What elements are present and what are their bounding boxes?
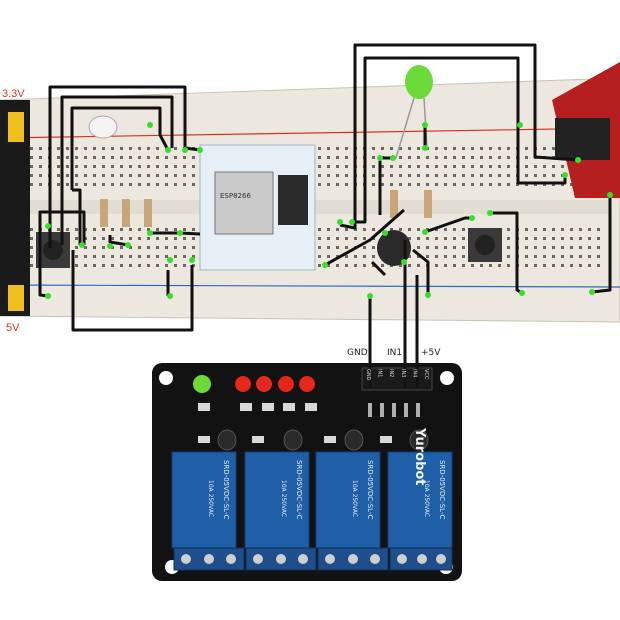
relay-wires [368, 365, 419, 388]
green-led [405, 65, 433, 99]
connection-nodes [45, 122, 613, 299]
power-jumper-bottom [8, 285, 24, 311]
resistor-4 [390, 190, 398, 218]
header-pin-gnd: GND [364, 369, 371, 381]
header-pin-in2: IN2 [388, 369, 395, 378]
relay-1 [171, 451, 237, 549]
relay-terminals [173, 547, 453, 571]
relay-brand: Yurobot [412, 428, 427, 486]
wires [38, 43, 612, 365]
resistor-1 [100, 199, 108, 227]
relay-pin-label-in1: IN1 [387, 348, 403, 358]
esp-module-antenna [278, 175, 308, 225]
resistor-5 [424, 190, 432, 218]
esp-module-chip [214, 171, 274, 235]
relay-rating-1: 10A 250VAC [207, 480, 214, 518]
breadboard-trench [25, 200, 610, 214]
push-button-left-cap [43, 240, 63, 260]
relay-board-resistors [198, 403, 392, 443]
relay-header-pins [368, 403, 420, 417]
relay-header-pin-labels: GND IN1 IN2 IN3 IN4 VCC [362, 369, 432, 389]
rail-label-3v3: 3.3V [2, 88, 25, 100]
relay-rating-4: 10A 250VAC [423, 480, 430, 518]
relay-rating-2: 10A 250VAC [280, 480, 287, 518]
relay-terminal-screws [181, 554, 446, 564]
relay-model-2: SRD-05VDC-SL-C [295, 460, 303, 520]
rail-label-5v: 5V [6, 322, 20, 334]
resistor-3 [144, 199, 152, 227]
ir-led [88, 115, 118, 139]
relay-pin-label-vcc: +5V [421, 348, 441, 358]
green-led-leg-1 [395, 97, 415, 159]
header-pin-in3: IN3 [399, 369, 406, 378]
transistor [377, 230, 411, 266]
relay-status-led-3 [278, 376, 294, 392]
relay-mount-hole-tl [159, 371, 173, 385]
relay-status-led-1 [235, 376, 251, 392]
usb-module-header [555, 118, 610, 160]
relay-mount-hole-tr [440, 371, 454, 385]
esp-module-label: ESP8266 [220, 192, 251, 200]
header-pin-in4: IN4 [411, 369, 418, 378]
header-pin-in1: IN1 [376, 369, 383, 378]
relay-status-led-2 [256, 376, 272, 392]
power-jumper-top [8, 112, 24, 142]
relay-model-4: SRD-05VDC-SL-C [438, 460, 446, 520]
relay-board-transistors [217, 429, 429, 451]
relay-model-3: SRD-05VDC-SL-C [366, 460, 374, 520]
header-pin-vcc: VCC [423, 369, 430, 380]
relay-status-led-4 [299, 376, 315, 392]
relay-header [361, 367, 433, 391]
push-button-right-cap [475, 235, 495, 255]
resistor-2 [122, 199, 130, 227]
relay-4 [387, 451, 453, 549]
relay-2 [244, 451, 310, 549]
relay-model-1: SRD-05VDC-SL-C [222, 460, 230, 520]
relay-power-led [193, 375, 211, 393]
relays [171, 451, 453, 549]
relay-pin-label-gnd: GND [347, 348, 368, 358]
relay-rating-3: 10A 250VAC [351, 480, 358, 518]
